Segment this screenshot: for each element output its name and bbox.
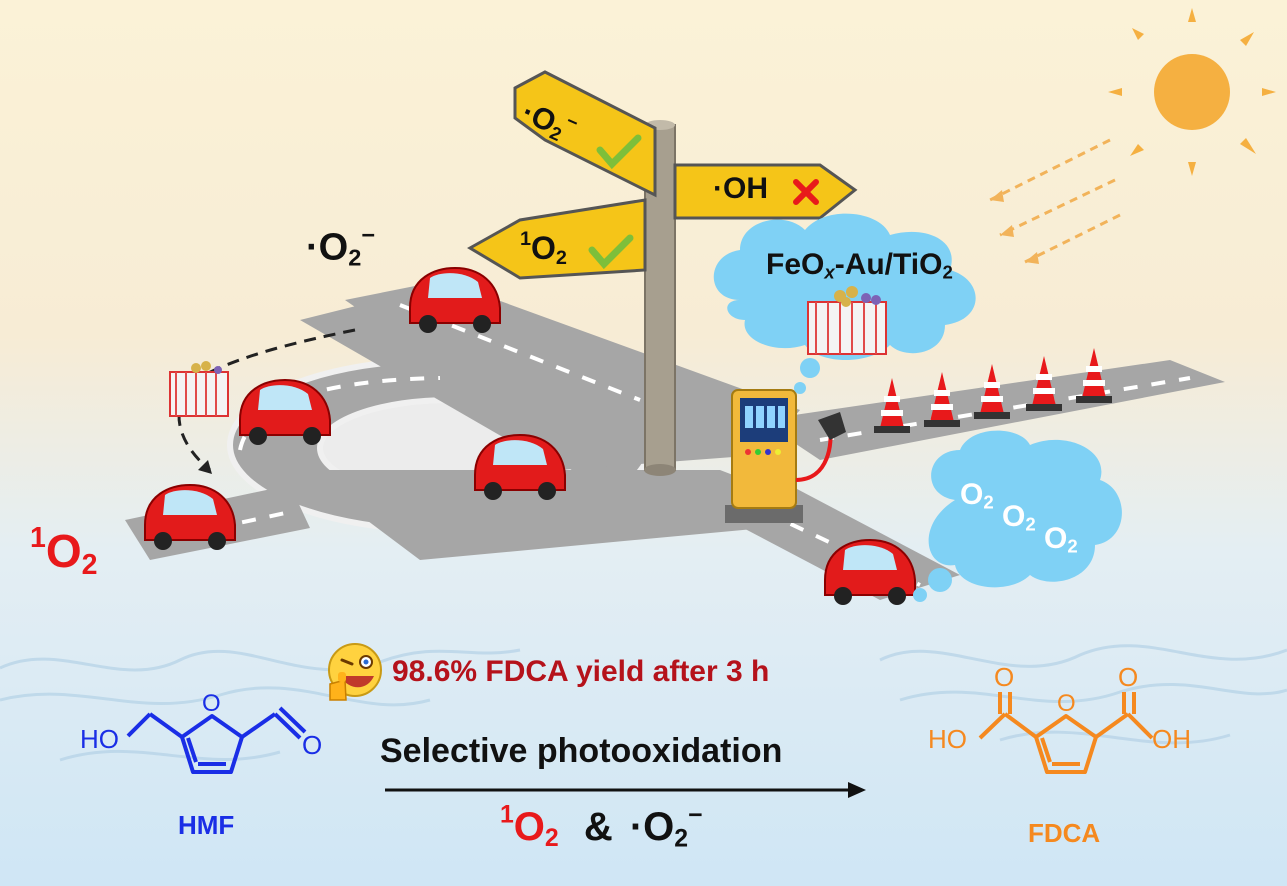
cross-icon [793,179,819,205]
car-icon [474,433,566,500]
cone-icon [874,378,910,433]
hmf-ho-label: HO [80,724,119,754]
traffic-cones [874,348,1112,433]
sun-icon [1108,8,1276,176]
car-icon [144,483,236,550]
sign-superoxide [513,70,657,198]
oxygen-label-2: O2 [1002,500,1036,535]
car-icon [409,266,501,333]
fdca-o-right-label: O [1118,662,1139,692]
car-icon [824,538,916,605]
reaction-conditions: 1O2 & ·O2− [500,802,703,853]
reaction-title: Selective photooxidation [380,732,783,770]
cone-icon [924,372,960,427]
catalyst-crystal-icon [807,286,887,355]
fdca-name: FDCA [1028,818,1101,848]
fdca-ring-o-label: O [1057,690,1076,717]
fdca-oh-label: OH [1152,724,1191,754]
thumbs-up-emoji-icon [328,643,382,701]
catalyst-crystal-small-icon [169,361,229,417]
cone-icon [1026,356,1062,411]
hmf-name: HMF [178,810,235,840]
catalyst-label: FeOx-Au/TiO2 [766,248,953,283]
road-superoxide-label: ·O2− [306,222,376,271]
check-icon [588,234,634,270]
reaction-arrow [385,782,866,798]
sign-hydroxyl-label: ·OH [713,172,768,205]
hmf-ald-o-label: O [302,730,323,760]
hmf-structure [126,706,307,774]
cone-icon [1076,348,1112,403]
oxygen-label-3: O2 [1044,522,1078,557]
cone-icon [974,364,1010,419]
sign-singlet-label: 1O2 [520,228,567,269]
sign-hydroxyl [673,163,858,220]
signpost [467,70,858,476]
hmf-ring-o-label: O [202,690,221,717]
oxygen-label-1: O2 [960,478,994,513]
yield-text: 98.6% FDCA yield after 3 h [392,655,770,688]
road-singlet-label: 1O2 [30,522,98,582]
fdca-ho-label: HO [928,724,967,754]
fuel-pump-icon [725,389,846,523]
fdca-o-left-label: O [994,662,1015,692]
check-icon [596,134,642,170]
catalyst-cloud [713,213,976,394]
fdca-structure [978,692,1154,774]
light-arrows [989,138,1121,264]
cars [144,266,916,605]
car-icon [239,378,331,445]
oxygen-cloud [913,430,1122,602]
